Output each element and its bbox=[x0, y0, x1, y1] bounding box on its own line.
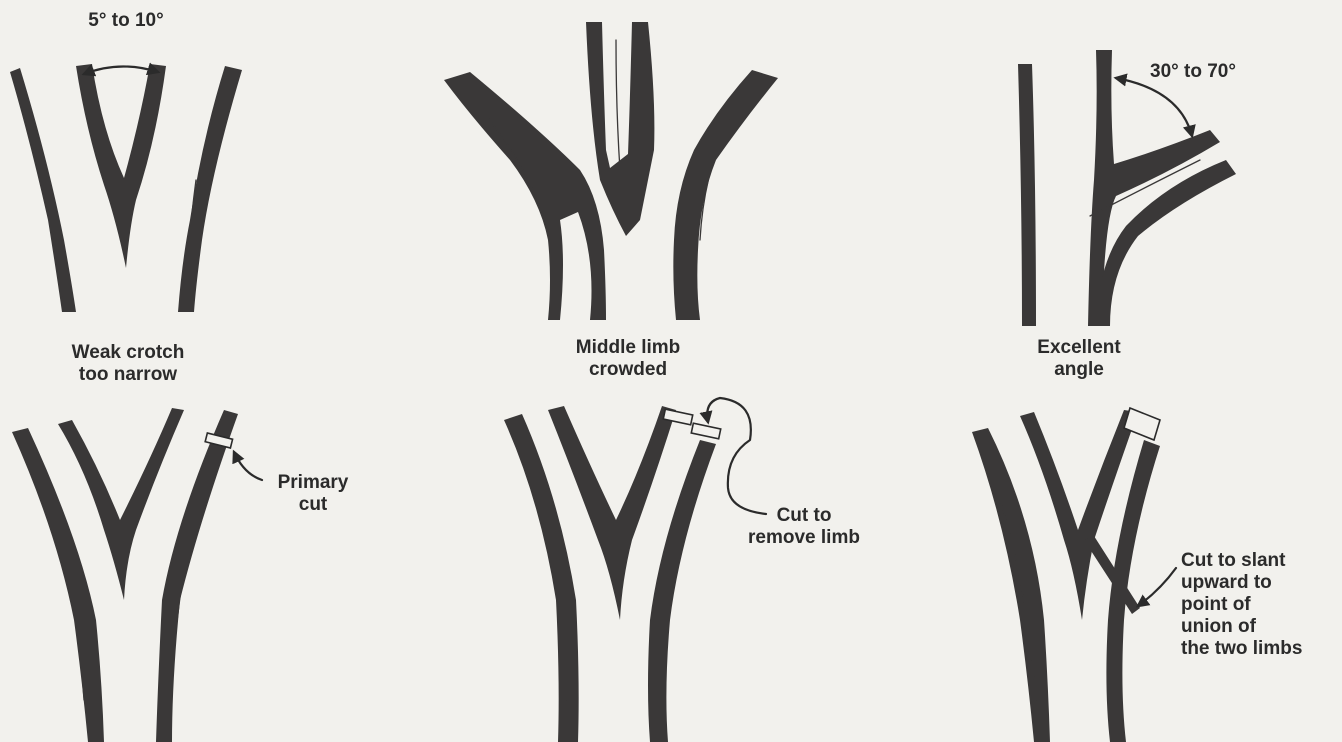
callout-line: cut bbox=[278, 494, 349, 516]
callout-line: Primary bbox=[278, 472, 349, 494]
tree-excellent-angle bbox=[1018, 50, 1236, 326]
tree-primary-cut bbox=[12, 408, 238, 742]
tree-middle-limb bbox=[444, 22, 778, 320]
caption-line: Middle limb bbox=[576, 337, 681, 359]
tree-weak-crotch bbox=[10, 64, 242, 312]
callout-line: upward to bbox=[1181, 572, 1302, 594]
callout-slant-cut: Cut to slant upward to point of union of… bbox=[1181, 550, 1302, 660]
callout-line: point of bbox=[1181, 594, 1302, 616]
caption-line: angle bbox=[1037, 359, 1120, 381]
callout-remove-limb: Cut to remove limb bbox=[748, 505, 860, 549]
caption-line: Excellent bbox=[1037, 337, 1120, 359]
callout-primary-cut: Primary cut bbox=[278, 472, 349, 516]
pointer-slant-cut bbox=[1138, 568, 1176, 606]
caption-excellent-angle: Excellent angle bbox=[1037, 337, 1120, 381]
caption-middle-limb: Middle limb crowded bbox=[576, 337, 681, 381]
callout-line: union of bbox=[1181, 616, 1302, 638]
callout-line: the two limbs bbox=[1181, 638, 1302, 660]
caption-line: too narrow bbox=[72, 364, 185, 386]
caption-weak-crotch: Weak crotch too narrow bbox=[72, 342, 185, 386]
angle-label-weak: 5° to 10° bbox=[88, 10, 163, 32]
tree-remove-limb bbox=[504, 406, 721, 742]
angle-arrow-30-70 bbox=[1116, 78, 1192, 136]
pointer-remove-limb bbox=[707, 398, 766, 514]
angle-text: 30° to 70° bbox=[1150, 61, 1236, 83]
caption-line: crowded bbox=[576, 359, 681, 381]
callout-line: remove limb bbox=[748, 527, 860, 549]
callout-line: Cut to bbox=[748, 505, 860, 527]
callout-line: Cut to slant bbox=[1181, 550, 1302, 572]
angle-label-excellent: 30° to 70° bbox=[1150, 61, 1236, 83]
angle-arrow-5-10 bbox=[84, 66, 158, 74]
pointer-primary-cut bbox=[234, 452, 262, 480]
tree-slant-cut bbox=[972, 408, 1160, 742]
angle-text: 5° to 10° bbox=[88, 10, 163, 32]
caption-line: Weak crotch bbox=[72, 342, 185, 364]
